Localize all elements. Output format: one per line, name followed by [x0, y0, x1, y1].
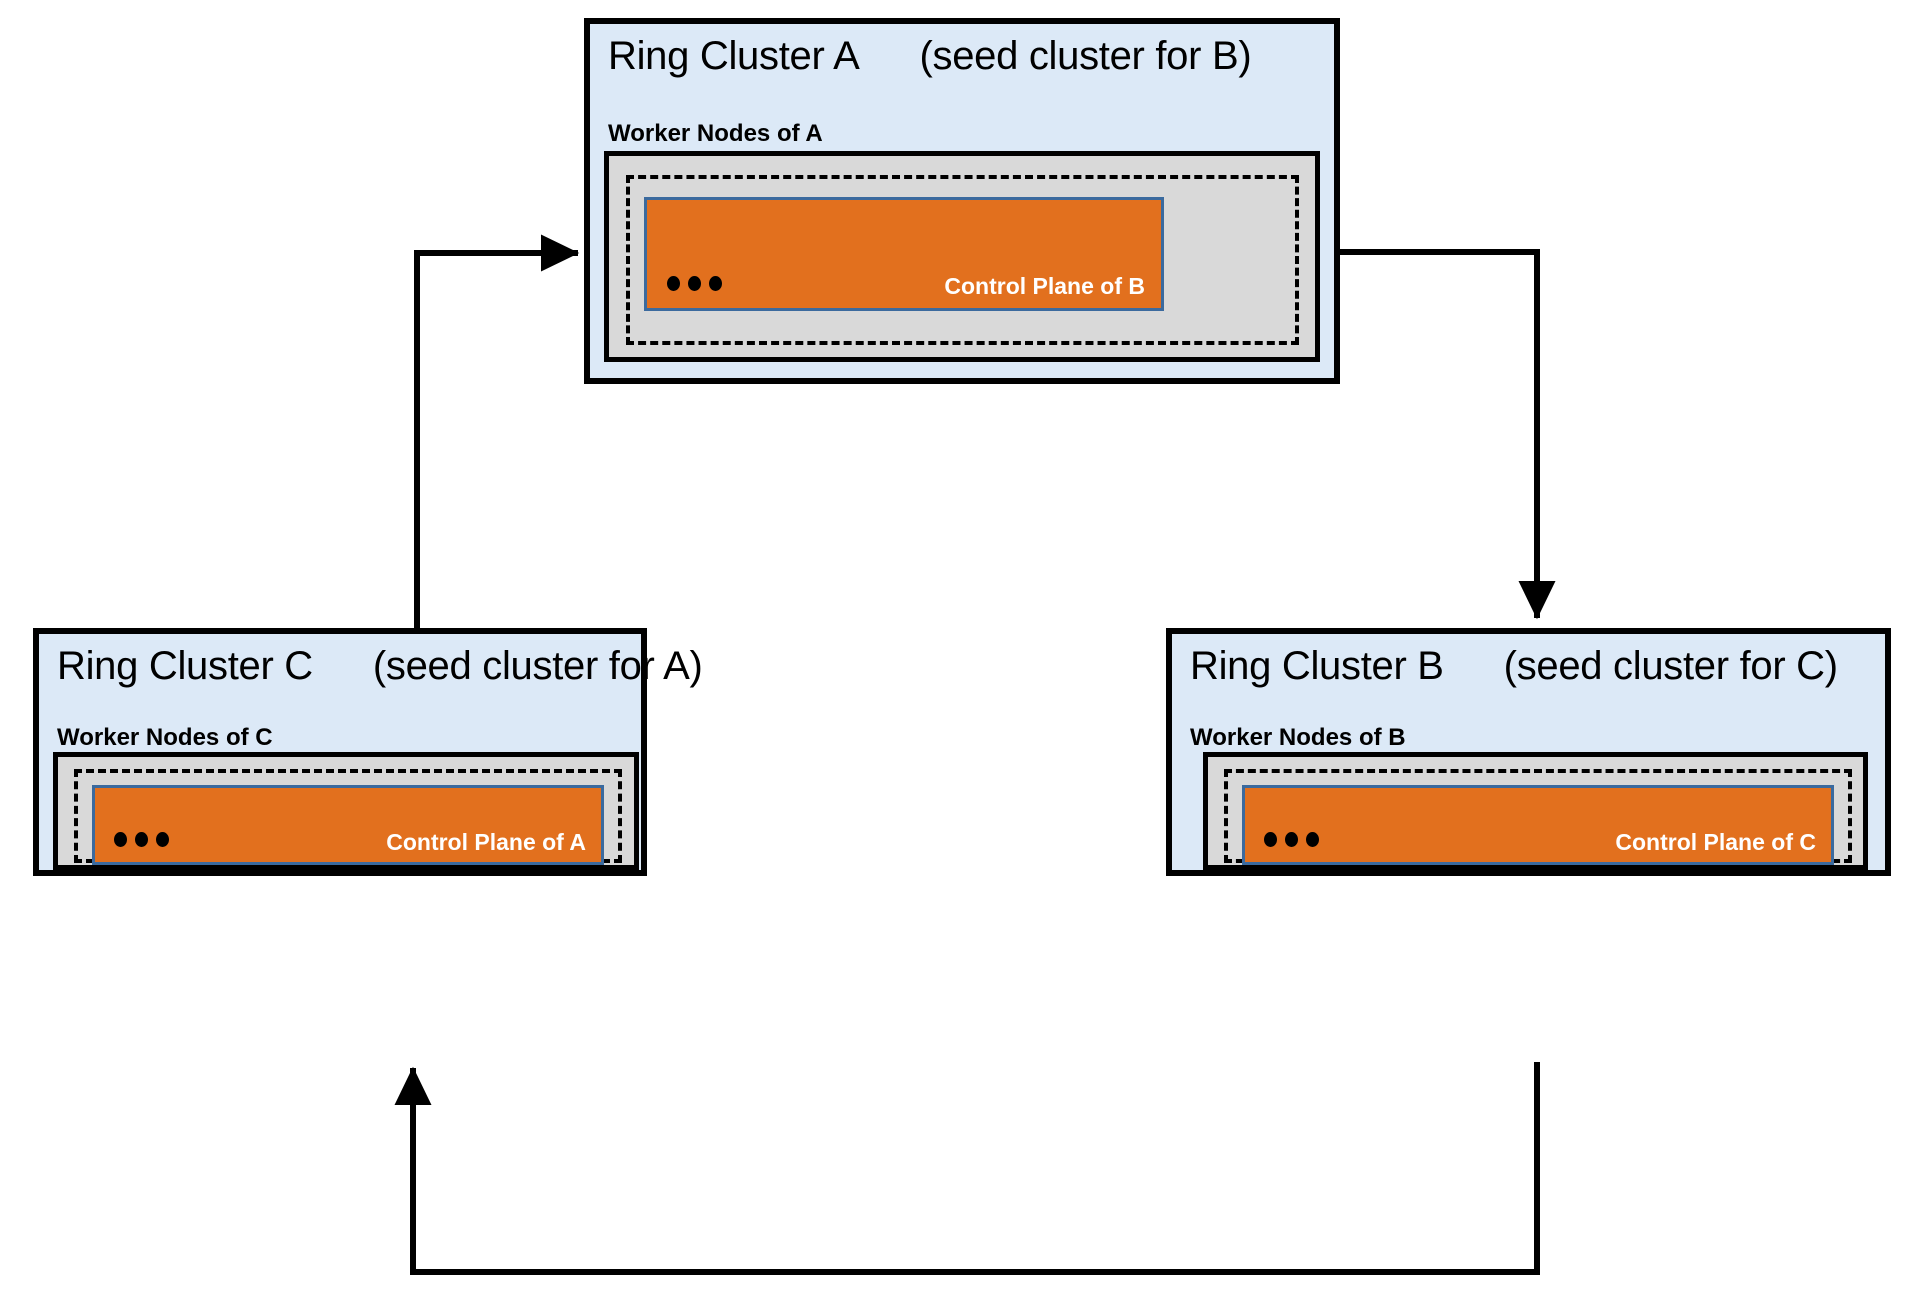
arrow-c-to-a	[414, 234, 580, 630]
cluster-name-a: Ring Cluster A	[608, 34, 860, 78]
worker-nodes-box-a[interactable]: Control Plane of B	[604, 151, 1320, 362]
control-plane-box-b[interactable]: Control Plane of B	[644, 197, 1164, 311]
cluster-seed-note-a: (seed cluster for B)	[919, 34, 1252, 78]
cluster-title-a: Ring Cluster A (seed cluster for B)	[608, 34, 1252, 79]
worker-nodes-box-b[interactable]: Control Plane of C	[1203, 752, 1868, 870]
control-plane-label-c: Control Plane of C	[1615, 829, 1816, 855]
worker-nodes-ellipsis-c	[114, 832, 169, 847]
cluster-name-b: Ring Cluster B	[1190, 644, 1444, 688]
worker-nodes-label-c: Worker Nodes of C	[57, 724, 273, 751]
worker-nodes-box-c[interactable]: Control Plane of A	[53, 752, 639, 870]
arrow-b-to-c	[394, 1062, 1540, 1275]
worker-node-dashed-outline-a	[626, 175, 1299, 345]
worker-nodes-ellipsis-a	[667, 276, 722, 291]
control-plane-box-c[interactable]: Control Plane of C	[1242, 785, 1834, 865]
cluster-box-a[interactable]: Ring Cluster A (seed cluster for B) Worke…	[584, 18, 1340, 384]
worker-nodes-label-a: Worker Nodes of A	[608, 120, 823, 147]
cluster-name-c: Ring Cluster C	[57, 644, 313, 688]
control-plane-box-a[interactable]: Control Plane of A	[92, 785, 604, 865]
cluster-box-b[interactable]: Ring Cluster B (seed cluster for C) Worke…	[1166, 628, 1891, 876]
worker-nodes-label-b: Worker Nodes of B	[1190, 724, 1406, 751]
worker-nodes-ellipsis-b	[1264, 832, 1319, 847]
arrow-a-to-b	[1340, 249, 1556, 620]
control-plane-label-b: Control Plane of B	[944, 273, 1145, 299]
cluster-title-c: Ring Cluster C (seed cluster for A)	[57, 644, 703, 689]
cluster-title-b: Ring Cluster B (seed cluster for C)	[1190, 644, 1838, 689]
cluster-box-c[interactable]: Ring Cluster C (seed cluster for A) Worke…	[33, 628, 703, 876]
cluster-seed-note-c: (seed cluster for A)	[372, 644, 703, 688]
control-plane-label-a: Control Plane of A	[386, 829, 586, 855]
cluster-seed-note-b: (seed cluster for C)	[1503, 644, 1838, 688]
